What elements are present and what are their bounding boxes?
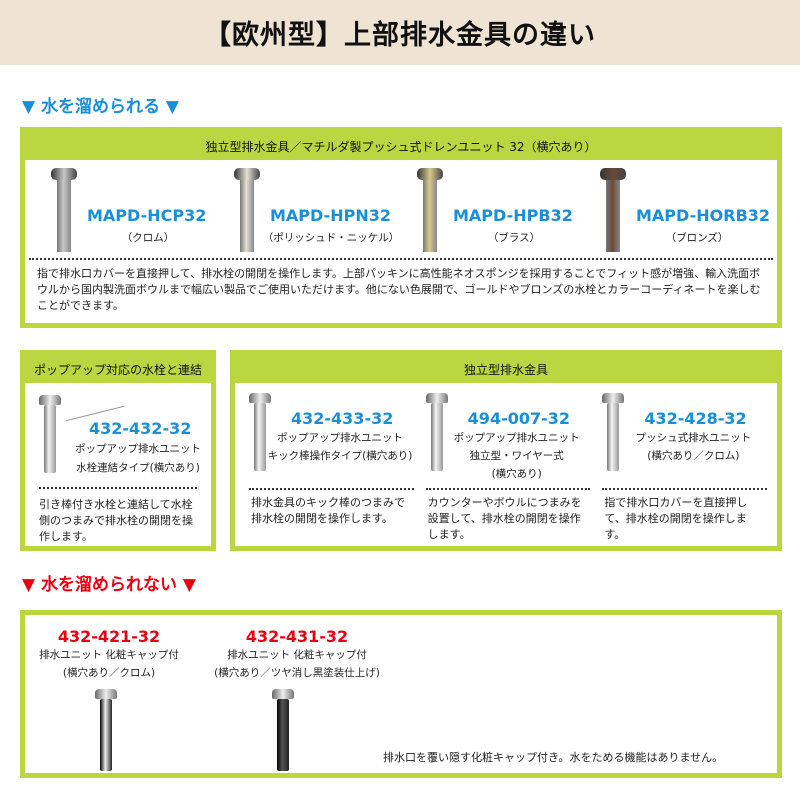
- section-heading-no-retain: ▼ 水を溜められない ▼: [22, 575, 196, 595]
- box-header: 独立型排水金具: [235, 355, 777, 383]
- product-name-line: ポップアップ排水ユニット: [277, 432, 403, 444]
- product-finish: （クロム）: [121, 232, 175, 244]
- cosmetic-cap-box: 432-421-32 排水ユニット 化粧キャップ付 (横穴あり／クロム) 432-43…: [20, 610, 782, 778]
- product-code: MAPD-HCP32: [87, 206, 207, 225]
- section-heading-retain: ▼ 水を溜められる ▼: [22, 97, 179, 117]
- product-card: MAPD-HCP32 （クロム）: [35, 168, 218, 258]
- product-name: 排水ユニット 化粧キャップ付: [227, 649, 367, 661]
- product-code: MAPD-HPN32: [270, 206, 392, 225]
- product-code: 432-433-32: [291, 409, 394, 428]
- product-type: (横穴あり／クロム): [62, 667, 156, 679]
- product-code: 432-428-32: [644, 409, 747, 428]
- product-description: 指で排水口カバーを直接押して、排水栓の開閉を操作します。: [604, 496, 748, 541]
- product-name-line: (横穴あり): [491, 468, 542, 480]
- product-card: MAPD-HPN32 （ポリッシュド・ニッケル）: [218, 168, 401, 258]
- product-name-line: プッシュ式排水ユニット: [635, 432, 752, 444]
- product-image: [234, 168, 260, 252]
- product-type: (横穴あり／ツヤ消し黒塗装仕上げ): [214, 667, 380, 679]
- product-finish: （ブラス）: [487, 232, 541, 244]
- product-finish: （ブロンズ）: [665, 232, 729, 244]
- product-type: 水栓連結タイプ(横穴あり): [76, 462, 200, 474]
- product-code: 432-421-32: [57, 627, 161, 646]
- product-card: 494-007-32 ポップアップ排水ユニット独立型・ワイヤー式 (横穴あり) カウン…: [418, 383, 595, 546]
- product-name-line: 独立型・ワイヤー式: [469, 450, 564, 462]
- product-description: 排水金具のキック棒のつまみで排水栓の開閉を操作します。: [251, 496, 405, 525]
- matilda-drain-box: 独立型排水金具／マチルダ製プッシュ式ドレンユニット 32（横穴あり） MAPD-…: [20, 127, 782, 328]
- product-name-line: (横穴あり／クロム): [647, 450, 740, 462]
- product-image: [95, 689, 117, 771]
- faucet-linked-box: ポップアップ対応の水栓と連結 432-432-32 ポップアップ排水ユニット 水…: [20, 350, 216, 551]
- box-header: 独立型排水金具／マチルダ製プッシュ式ドレンユニット 32（横穴あり）: [25, 132, 777, 160]
- product-image: [602, 393, 625, 471]
- product-card: MAPD-HPB32 （ブラス）: [401, 168, 584, 258]
- product-image: [272, 689, 294, 771]
- box-description: 引き棒付き水栓と連結して水栓側のつまみで排水栓の開閉を操作します。: [39, 498, 193, 543]
- page-title: 【欧州型】上部排水金具の違い: [0, 0, 800, 65]
- divider: [425, 488, 591, 490]
- box-description: 指で排水口カバーを直接押して、排水栓の開閉を操作します。上部パッキンに高性能ネオ…: [37, 267, 761, 312]
- product-card: 432-428-32 プッシュ式排水ユニット (横穴あり／クロム) 指で排水口カバーを…: [594, 383, 771, 546]
- divider: [249, 488, 414, 490]
- divider: [602, 488, 768, 490]
- product-card: MAPD-HORB32 （ブロンズ）: [584, 168, 771, 258]
- product-name-line: ポップアップ排水ユニット: [453, 432, 580, 444]
- product-description: カウンターやボウルにつまみを設置して、排水栓の開閉を操作します。: [427, 496, 582, 541]
- product-image: [417, 168, 443, 252]
- product-image: [425, 393, 448, 471]
- product-finish: （ポリッシュド・ニッケル）: [262, 232, 400, 244]
- box-header: ポップアップ対応の水栓と連結: [25, 355, 211, 383]
- box-note: 排水口を覆い隠す化粧キャップ付き。水をためる機能はありません。: [383, 751, 724, 764]
- product-image: [39, 395, 61, 473]
- product-card: 432-433-32 ポップアップ排水ユニットキック棒操作タイプ(横穴あり) 排水金…: [241, 383, 418, 546]
- product-name: ポップアップ排水ユニット: [75, 443, 201, 455]
- product-code: 432-432-32: [89, 419, 192, 438]
- product-code: 432-431-32: [245, 627, 349, 646]
- product-code: MAPD-HORB32: [636, 206, 771, 225]
- product-image: [600, 168, 626, 252]
- product-code: 494-007-32: [467, 409, 571, 428]
- product-image: [51, 168, 77, 252]
- product-code: MAPD-HPB32: [453, 206, 573, 225]
- product-name: 排水ユニット 化粧キャップ付: [39, 649, 179, 661]
- product-name-line: キック棒操作タイプ(横穴あり): [267, 450, 413, 462]
- product-image: [249, 393, 271, 471]
